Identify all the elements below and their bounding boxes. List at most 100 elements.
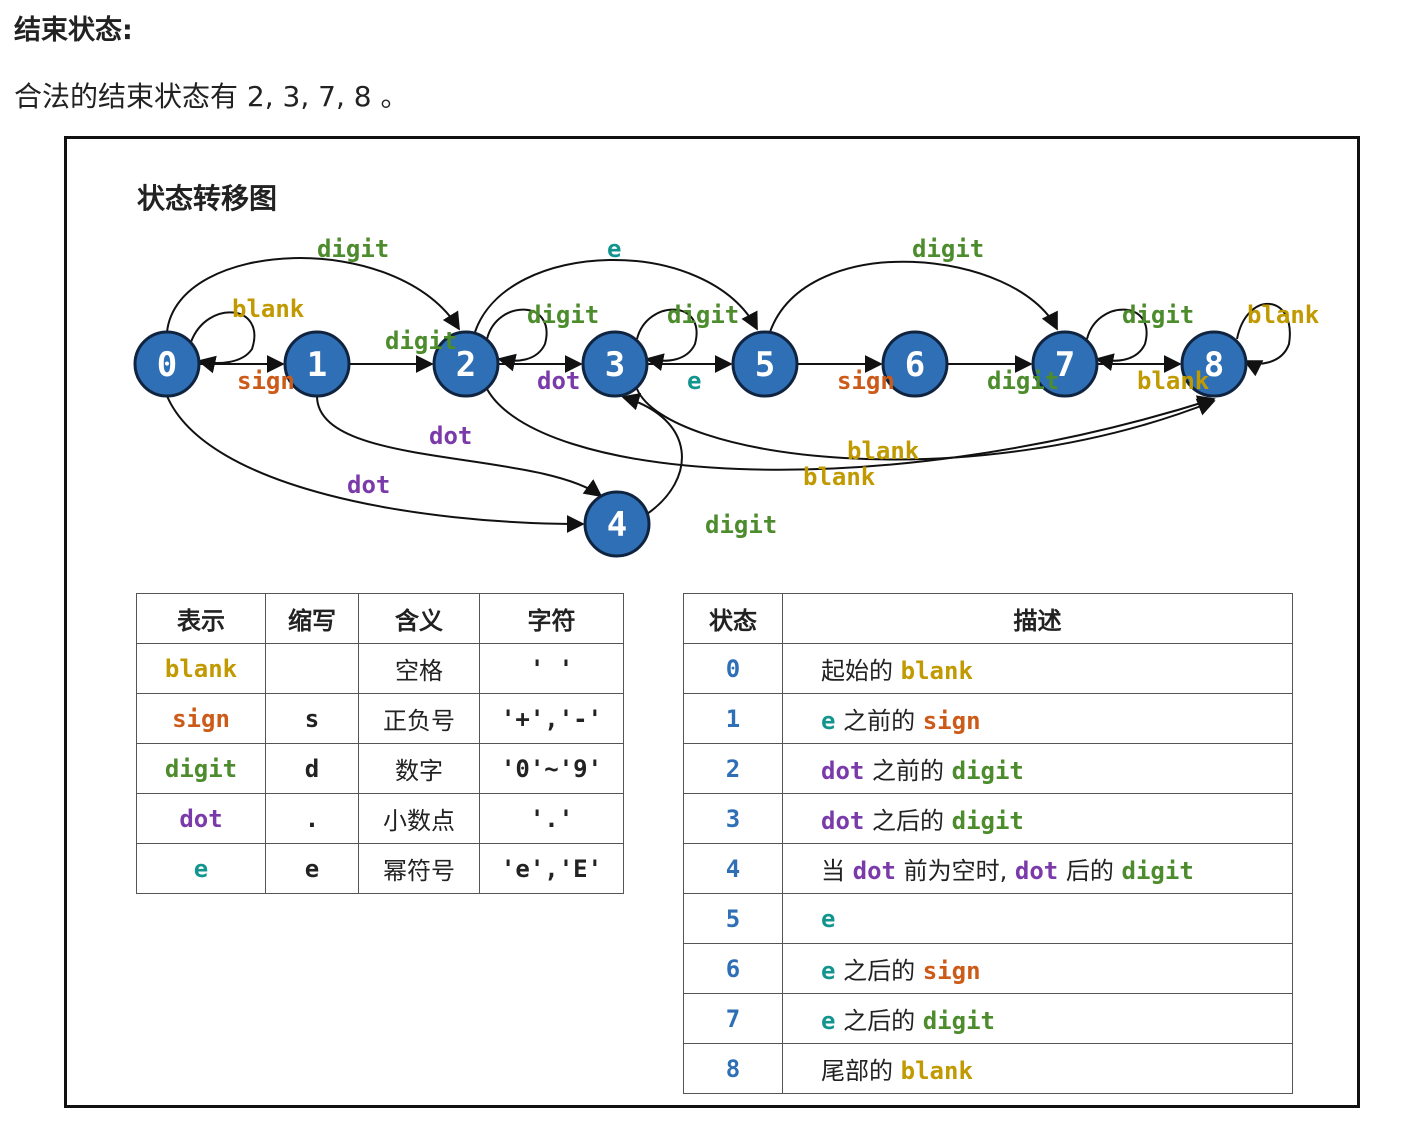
desc-fragment: dot — [821, 807, 865, 835]
edge-label-digit-1-2: digit — [385, 327, 457, 355]
loop-7 — [1086, 308, 1148, 371]
edge-labels: blanksigndigitdotdigitdotdigitdoteblankd… — [232, 235, 1320, 539]
desc-fragment: 之后的 — [835, 957, 923, 985]
symbols-table-header: 表示 缩写 含义 字符 — [136, 593, 624, 644]
state-node-label: 1 — [307, 345, 327, 385]
state-id: 7 — [683, 993, 783, 1044]
end-states-paragraph: 合法的结束状态有 2, 3, 7, 8 。 — [14, 80, 409, 113]
desc-fragment: dot — [852, 857, 896, 885]
edge-label-blank-7-8: blank — [1137, 367, 1210, 395]
symbol-name: digit — [136, 743, 266, 794]
edge-label-e-3-5: e — [687, 367, 701, 395]
header-cell: 字符 — [479, 593, 624, 644]
symbol-meaning: 空格 — [358, 643, 480, 694]
state-node-label: 5 — [755, 345, 775, 385]
edge-1-4 — [316, 395, 603, 498]
state-node-label: 4 — [607, 505, 627, 545]
state-id: 3 — [683, 793, 783, 844]
symbol-chars: '0'~'9' — [479, 743, 624, 794]
desc-fragment: digit — [951, 807, 1024, 835]
state-description: 尾部的 blank — [782, 1043, 1293, 1094]
symbol-meaning: 幂符号 — [358, 843, 480, 894]
edge-label-digit-7: digit — [1122, 301, 1194, 329]
desc-fragment: digit — [951, 757, 1024, 785]
symbol-row: dot.小数点'.' — [136, 793, 624, 844]
symbol-name: sign — [136, 693, 266, 744]
state-node-label: 0 — [157, 345, 177, 385]
diagram-title: 状态转移图 — [137, 182, 278, 215]
edge-label-blank-8: blank — [1247, 301, 1320, 329]
state-node-7 — [1031, 330, 1099, 398]
symbol-chars: 'e','E' — [479, 843, 624, 894]
state-id: 2 — [683, 743, 783, 794]
desc-fragment: dot — [1014, 857, 1059, 885]
loop-3 — [636, 308, 698, 371]
edge-label-e-2-5: e — [607, 235, 621, 263]
edge-label-digit-3: digit — [667, 301, 739, 329]
symbol-name: dot — [136, 793, 266, 844]
desc-fragment: 之后的 — [835, 1007, 923, 1035]
edge-label-digit-0-2: digit — [317, 235, 389, 263]
state-node-1 — [283, 330, 351, 398]
state-description: e 之后的 sign — [782, 943, 1293, 994]
edge-label-blank-2-8: blank — [803, 463, 876, 491]
symbol-chars: '.' — [479, 793, 624, 844]
state-node-4 — [583, 490, 651, 558]
desc-fragment: sign — [922, 957, 981, 985]
state-id: 6 — [683, 943, 783, 994]
loop-8 — [1236, 302, 1291, 377]
state-description: e 之前的 sign — [782, 693, 1293, 744]
state-id: 1 — [683, 693, 783, 744]
symbol-abbr: d — [265, 743, 359, 794]
state-node-label: 7 — [1055, 345, 1075, 385]
state-node-8 — [1180, 330, 1248, 398]
state-id: 4 — [683, 843, 783, 894]
symbol-abbr: e — [265, 843, 359, 894]
edge-label-digit-6-7: digit — [987, 367, 1059, 395]
desc-fragment: 后的 — [1058, 857, 1122, 885]
desc-fragment: blank — [900, 1057, 973, 1085]
edge-2-5 — [474, 259, 758, 333]
state-node-0 — [133, 330, 201, 398]
symbol-abbr: . — [265, 793, 359, 844]
edges — [166, 257, 1291, 533]
symbol-chars: ' ' — [479, 643, 624, 694]
desc-fragment: digit — [1121, 857, 1194, 885]
state-node-5 — [731, 330, 799, 398]
edge-label-blank-3-8: blank — [847, 437, 920, 465]
edge-3-8 — [636, 388, 1216, 461]
state-description: dot 之后的 digit — [782, 793, 1293, 844]
desc-fragment: 起始的 — [821, 657, 901, 685]
desc-fragment: e — [821, 904, 836, 933]
edge-label-blank-0: blank — [232, 295, 305, 323]
header-cell: 状态 — [683, 593, 783, 644]
state-description: 当 dot 前为空时, dot 后的 digit — [782, 843, 1293, 894]
state-id: 8 — [683, 1043, 783, 1094]
edge-5-7 — [769, 260, 1058, 333]
desc-fragment: e — [821, 957, 836, 985]
desc-fragment: e — [821, 707, 836, 735]
edge-2-8 — [486, 388, 1216, 471]
header-cell: 描述 — [782, 593, 1293, 644]
edge-label-sign-0-1: sign — [237, 367, 295, 395]
edge-label-digit-5-7: digit — [912, 235, 984, 263]
states-table-header: 状态 描述 — [683, 593, 1293, 644]
symbol-meaning: 正负号 — [358, 693, 480, 744]
header-cell: 缩写 — [265, 593, 359, 644]
desc-fragment: 之前的 — [835, 707, 923, 735]
header-cell: 含义 — [358, 593, 480, 644]
state-description: e 之后的 digit — [782, 993, 1293, 1044]
